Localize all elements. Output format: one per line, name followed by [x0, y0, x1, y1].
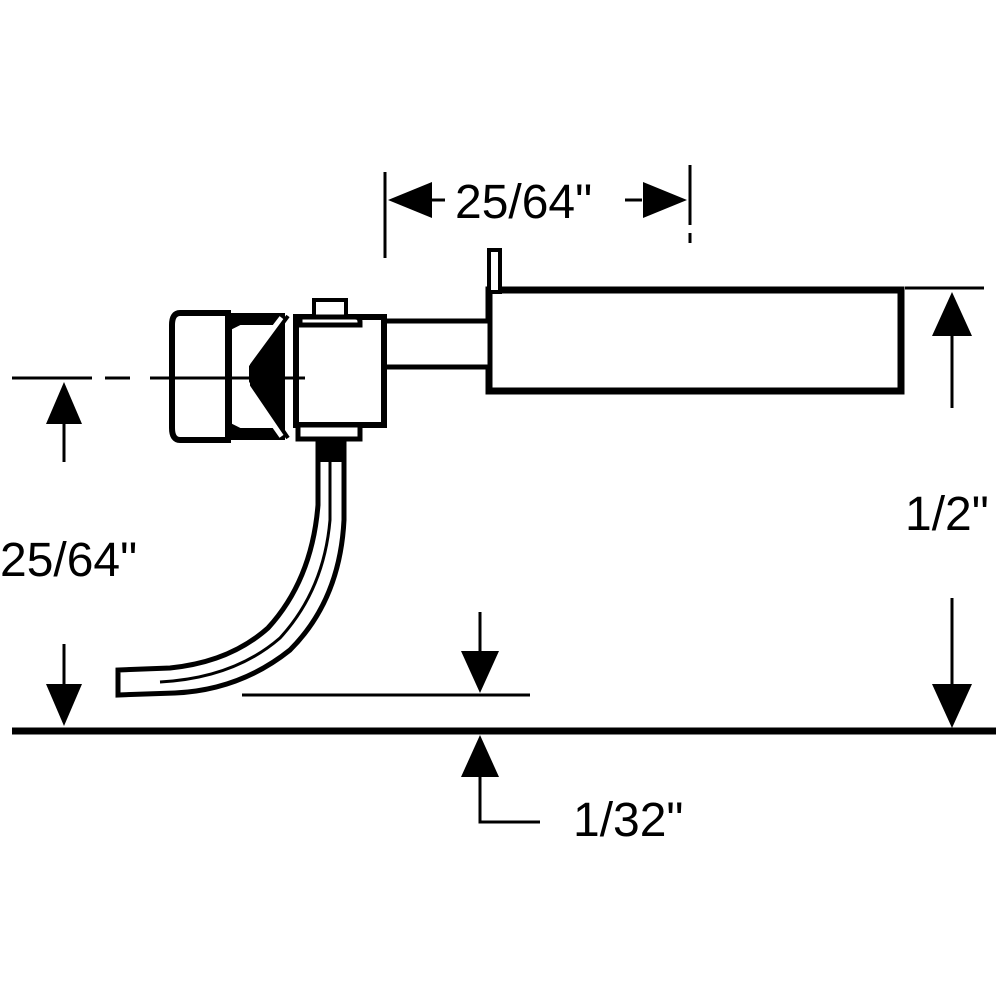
arrow-up-icon [46, 382, 82, 424]
arrow-down-icon [932, 684, 972, 728]
arrow-up-icon [932, 292, 972, 336]
shank-length-label: 25/64" [455, 176, 592, 229]
coupler-shank [379, 318, 493, 370]
arrow-right-icon [643, 182, 687, 218]
overall-height-label: 1/2" [905, 488, 989, 541]
coupler-head [169, 298, 387, 443]
arrow-left-icon [388, 182, 432, 218]
overall-height-dimension [905, 286, 984, 728]
coupler-height-label: 25/64" [0, 534, 137, 587]
draft-gear-box [485, 248, 905, 395]
pin-clearance-label: 1/32" [573, 794, 683, 847]
shank-length-dimension [383, 165, 692, 258]
coupler-height-dimension [46, 382, 82, 726]
trip-pin [115, 437, 347, 698]
arrow-down-icon [461, 651, 499, 693]
pin-clearance-dimension [242, 612, 540, 824]
arrow-down-icon [46, 684, 82, 726]
arrow-up-icon [461, 735, 499, 777]
